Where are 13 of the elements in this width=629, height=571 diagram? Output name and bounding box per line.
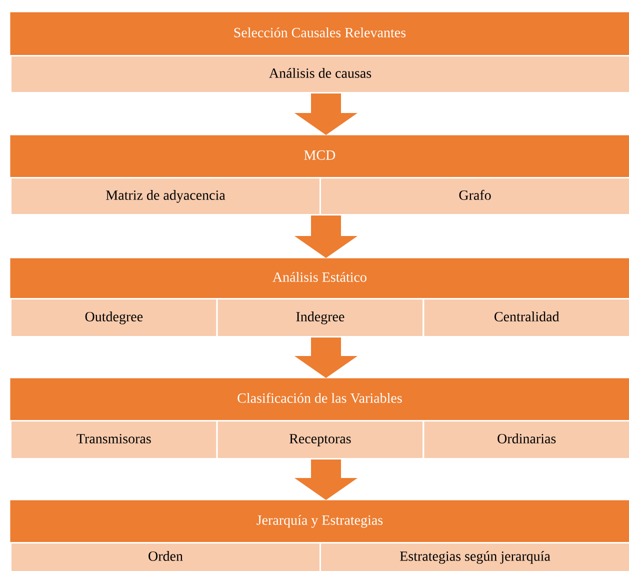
category-cell: Receptoras	[216, 420, 424, 460]
category-cell: Outdegree	[10, 298, 218, 338]
category-cell: Matriz de adyacencia	[10, 177, 321, 216]
stage-header: Jerarquía y Estrategias	[10, 500, 629, 542]
category-cell: Indegree	[216, 298, 424, 338]
category-cell: Grafo	[320, 177, 629, 216]
category-cell: Transmisoras	[10, 420, 218, 460]
category-cell: Ordinarias	[422, 420, 629, 460]
category-cell: Análisis de causas	[10, 55, 629, 94]
stage-header: Selección Causales Relevantes	[10, 12, 629, 56]
category-cell: Centralidad	[422, 298, 629, 338]
category-cell: Estrategias según jerarquía	[320, 542, 629, 571]
category-cell: Orden	[10, 542, 321, 571]
